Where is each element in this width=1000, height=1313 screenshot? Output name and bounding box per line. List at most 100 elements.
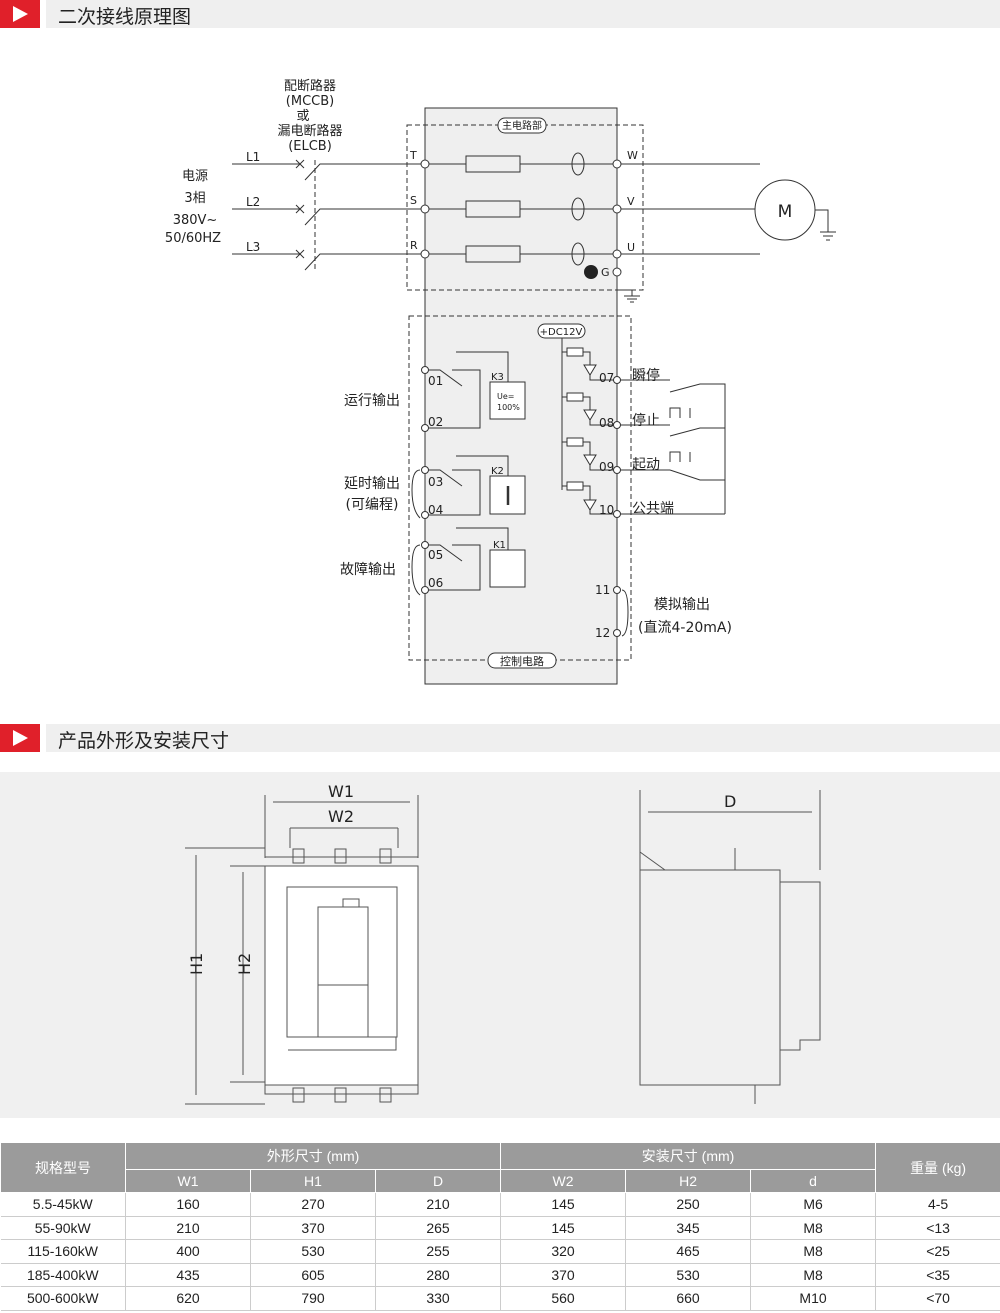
table-cell: 210 bbox=[375, 1192, 502, 1217]
dim-h2-label: H2 bbox=[235, 953, 254, 975]
table-cell: 620 bbox=[125, 1286, 251, 1311]
terminal-label: 08 bbox=[599, 416, 614, 430]
terminal-label: G bbox=[601, 266, 610, 279]
delay-output-label: 延时输出 bbox=[344, 476, 400, 492]
table-cell: 530 bbox=[625, 1263, 752, 1287]
table-cell: 435 bbox=[125, 1263, 251, 1287]
breaker-label: (MCCB) bbox=[286, 94, 334, 109]
relay-label: K2 bbox=[491, 466, 504, 477]
table-cell: 145 bbox=[500, 1192, 627, 1217]
relay-text: 100% bbox=[497, 403, 520, 412]
instant-stop-label: 瞬停 bbox=[632, 367, 660, 384]
table-cell: <35 bbox=[875, 1263, 1000, 1287]
table-cell: 400 bbox=[125, 1239, 251, 1264]
table-cell: 160 bbox=[125, 1192, 251, 1217]
table-cell: 370 bbox=[500, 1263, 627, 1287]
table-cell: 280 bbox=[375, 1263, 502, 1287]
table-cell: 330 bbox=[375, 1286, 502, 1311]
terminal-label: 02 bbox=[428, 415, 443, 429]
main-circuit-label: 主电路部 bbox=[502, 119, 542, 132]
line-label: L3 bbox=[246, 240, 260, 254]
dim-d-label: D bbox=[724, 792, 736, 811]
table-cell: 560 bbox=[500, 1286, 627, 1311]
col-sub: W2 bbox=[500, 1169, 627, 1193]
breaker-label: 配断路器 bbox=[284, 78, 336, 94]
terminal-label: 10 bbox=[599, 503, 614, 517]
table-cell: 605 bbox=[250, 1263, 376, 1287]
stop-label: 停止 bbox=[632, 412, 660, 429]
table-cell: 5.5-45kW bbox=[0, 1192, 126, 1217]
table-cell: M10 bbox=[750, 1286, 877, 1311]
table-cell: 465 bbox=[625, 1239, 752, 1264]
terminal-label: 05 bbox=[428, 548, 443, 562]
terminal-label: 09 bbox=[599, 460, 614, 474]
terminal-label: 11 bbox=[595, 583, 610, 597]
col-model: 规格型号 bbox=[0, 1142, 126, 1193]
dimension-drawing-area bbox=[0, 772, 1000, 1118]
section-header-dimensions: 产品外形及安装尺寸 bbox=[0, 724, 1000, 752]
analog-output-label: 模拟输出 bbox=[654, 597, 710, 613]
start-label: 起动 bbox=[632, 457, 660, 473]
motor-label: M bbox=[778, 202, 793, 222]
dim-w2-label: W2 bbox=[328, 807, 354, 826]
terminal-label: 12 bbox=[595, 626, 610, 640]
dim-w1-label: W1 bbox=[328, 782, 354, 801]
col-sub: H1 bbox=[250, 1169, 376, 1193]
terminal-label: 06 bbox=[428, 576, 443, 590]
breaker-label: 漏电断路器 bbox=[277, 123, 342, 139]
section-title: 产品外形及安装尺寸 bbox=[58, 730, 230, 752]
table-cell: M8 bbox=[750, 1263, 877, 1287]
dc-label: +DC12V bbox=[540, 327, 583, 338]
power-label: 3相 bbox=[184, 191, 205, 206]
control-circuit-label: 控制电路 bbox=[500, 654, 544, 668]
breaker-label: 或 bbox=[296, 109, 309, 124]
col-mount: 安装尺寸 (mm) bbox=[500, 1142, 877, 1170]
terminal-label: 01 bbox=[428, 374, 443, 388]
table-cell: 500-600kW bbox=[0, 1286, 126, 1311]
col-sub: D bbox=[374, 1169, 502, 1193]
table-cell: 4-5 bbox=[875, 1192, 1000, 1217]
section-title: 二次接线原理图 bbox=[58, 6, 192, 28]
relay-label: K3 bbox=[491, 372, 504, 383]
table-cell: <13 bbox=[875, 1216, 1000, 1240]
terminal-label: 03 bbox=[428, 475, 443, 489]
power-label: 380V~ bbox=[173, 213, 218, 228]
table-cell: 255 bbox=[375, 1239, 502, 1264]
dimension-drawing: W1 W2 H1 H2 D bbox=[185, 782, 821, 1105]
power-label: 50/60HZ bbox=[165, 231, 221, 246]
section-header-wiring: 二次接线原理图 bbox=[0, 0, 1000, 28]
wiring-diagram: 配断路器 (MCCB) 或 漏电断路器 (ELCB) 电源 3相 380V~ 5… bbox=[165, 78, 836, 685]
table-cell: 345 bbox=[625, 1216, 752, 1240]
terminal-label: V bbox=[627, 195, 635, 208]
table-cell: 790 bbox=[250, 1286, 376, 1311]
play-icon bbox=[0, 0, 40, 28]
terminal-label: 07 bbox=[599, 371, 614, 385]
table-cell: M8 bbox=[750, 1239, 877, 1264]
table-cell: 265 bbox=[375, 1216, 502, 1240]
line-label: L1 bbox=[246, 150, 260, 164]
table-cell: 55-90kW bbox=[0, 1216, 126, 1240]
terminal-label: R bbox=[410, 239, 418, 252]
table-cell: 210 bbox=[125, 1216, 251, 1240]
terminal-label: U bbox=[627, 241, 635, 254]
table-cell: 270 bbox=[250, 1192, 376, 1217]
table-cell: 250 bbox=[625, 1192, 752, 1217]
col-weight: 重量 (kg) bbox=[875, 1142, 1000, 1193]
dim-h1-label: H1 bbox=[187, 953, 206, 975]
col-outer: 外形尺寸 (mm) bbox=[124, 1142, 502, 1170]
table-cell: 145 bbox=[500, 1216, 627, 1240]
table-cell: M6 bbox=[750, 1192, 877, 1217]
run-output-label: 运行输出 bbox=[344, 393, 400, 409]
terminal-label: 04 bbox=[428, 503, 443, 517]
play-icon bbox=[0, 724, 40, 752]
breaker-label: (ELCB) bbox=[288, 139, 332, 154]
table-cell: 660 bbox=[625, 1286, 752, 1311]
col-sub: d bbox=[750, 1169, 877, 1193]
terminal-label: W bbox=[627, 149, 638, 162]
